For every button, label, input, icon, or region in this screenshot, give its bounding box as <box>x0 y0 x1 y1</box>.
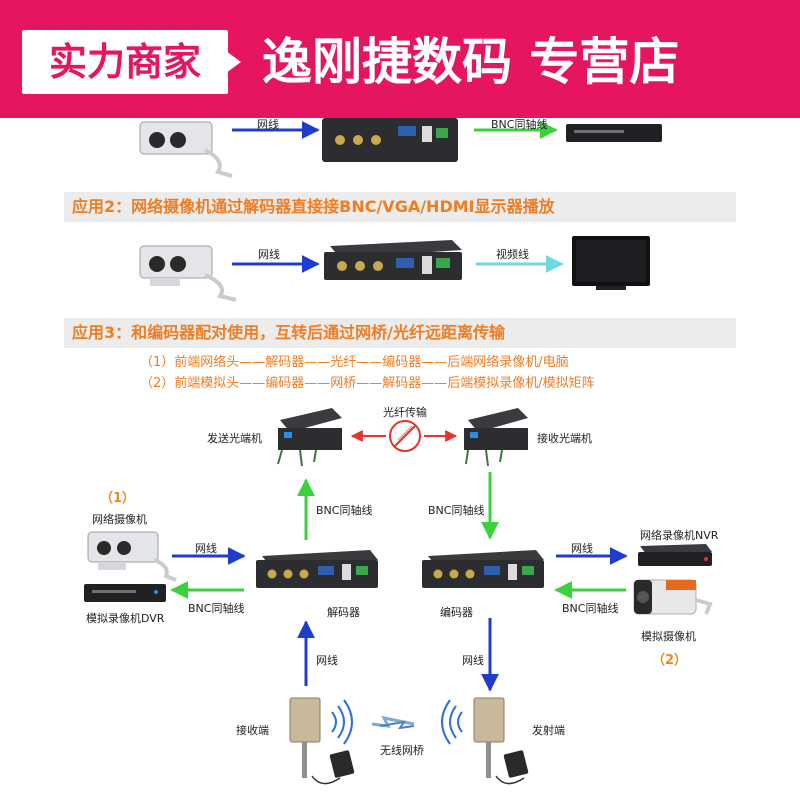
label-receive-end: 接收端 <box>236 724 269 737</box>
analog-dvr-icon <box>84 584 166 602</box>
receive-bridge-icon <box>289 697 355 785</box>
decoder-device-icon <box>324 240 462 280</box>
label-network-cable-left: 网线 <box>195 542 217 555</box>
monitor-icon <box>572 236 650 290</box>
label-bnc-down: BNC同轴线 <box>428 504 485 517</box>
note-line-1: （1）前端网络头——解码器——光纤——编码器——后端网络录像机/电脑 <box>140 355 569 370</box>
label-encoder: 编码器 <box>440 606 473 619</box>
label-analog-camera: 模拟摄像机 <box>641 630 696 643</box>
fiber-icon <box>389 420 421 452</box>
merchant-badge-label: 实力商家 <box>48 40 201 84</box>
section-bar-app2 <box>64 192 736 222</box>
label-network-cable-up: 网线 <box>316 654 338 667</box>
label-network-cable-2: 网线 <box>258 248 280 261</box>
note-line-2: （2）前端模拟头——编码器——网桥——解码器——后端模拟录像机/模拟矩阵 <box>140 376 595 391</box>
label-number-1: （1） <box>100 491 136 506</box>
label-analog-dvr: 模拟录像机DVR <box>86 612 165 625</box>
wireless-signal-icon <box>371 715 415 730</box>
section-bar-app3 <box>64 318 736 348</box>
label-bnc-up: BNC同轴线 <box>316 504 373 517</box>
section-title-app3: 应用3：和编码器配对使用，互转后通过网桥/光纤远距离传输 <box>72 323 505 342</box>
decoder-device-icon <box>256 550 378 588</box>
label-network-cable-right: 网线 <box>571 542 593 555</box>
label-bnc-cable-right: BNC同轴线 <box>562 602 619 615</box>
transmit-bridge-icon <box>441 697 529 785</box>
camera-icon <box>139 121 233 178</box>
label-network-camera: 网络摄像机 <box>92 513 147 526</box>
section-title-app2: 应用2：网络摄像机通过解码器直接接BNC/VGA/HDMI显示器播放 <box>72 197 555 216</box>
nvr-icon <box>638 544 712 566</box>
receive-fiber-unit-icon <box>464 408 528 467</box>
camera-icon <box>139 245 237 302</box>
label-fiber-transmission: 光纤传输 <box>383 406 427 419</box>
label-nvr: 网络录像机NVR <box>640 529 719 542</box>
label-decoder: 解码器 <box>327 606 360 619</box>
encoder-device-icon <box>422 550 544 588</box>
merchant-badge <box>22 30 228 94</box>
analog-camera-icon <box>633 579 713 615</box>
badge-arrow-icon <box>226 51 241 73</box>
send-fiber-unit-icon <box>277 408 342 467</box>
label-send-fiber: 发送光端机 <box>207 432 262 445</box>
label-network-cable-1: 网线 <box>257 118 279 131</box>
label-bnc-cable-1: BNC同轴线 <box>491 118 548 131</box>
label-network-cable-down: 网线 <box>462 654 484 667</box>
decoder-device-icon <box>322 118 458 162</box>
label-transmit-end: 发射端 <box>532 724 565 737</box>
network-camera-icon <box>87 531 177 582</box>
label-number-2: （2） <box>652 653 688 668</box>
label-bnc-cable-left: BNC同轴线 <box>188 602 245 615</box>
label-video-cable: 视频线 <box>496 248 529 261</box>
label-receive-fiber: 接收光端机 <box>537 432 592 445</box>
label-wireless-bridge: 无线网桥 <box>380 744 424 757</box>
shop-name: 逸刚捷数码 专营店 <box>262 33 680 91</box>
dvr-icon <box>566 124 662 142</box>
